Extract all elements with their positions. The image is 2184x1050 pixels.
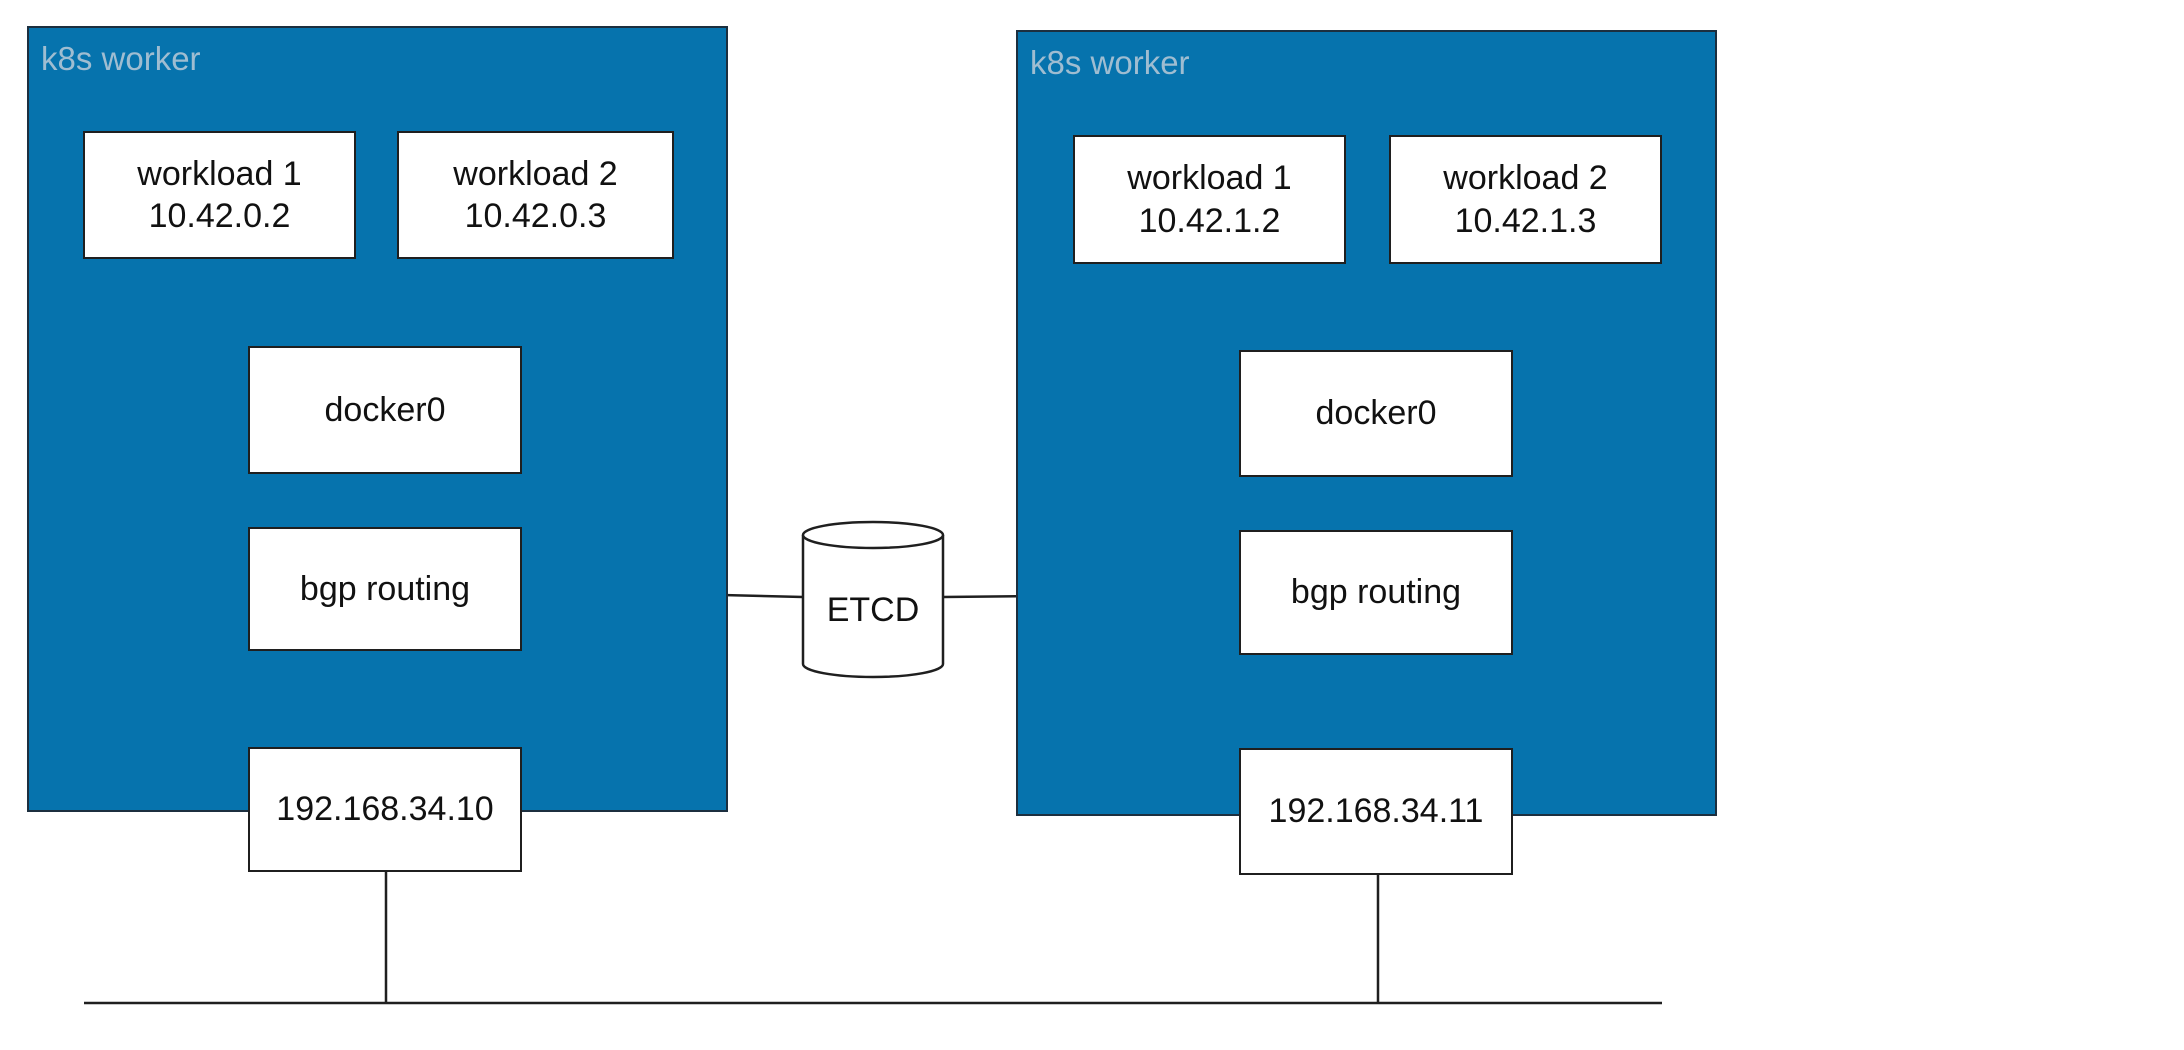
host-ip-label: 192.168.34.11: [1268, 792, 1484, 831]
workload-ip: 10.42.0.3: [464, 197, 607, 235]
workload-name: workload 1: [1127, 159, 1292, 197]
host-ip-label: 192.168.34.10: [276, 790, 494, 829]
worker-label: k8s worker: [41, 40, 201, 77]
workload-1-box: workload 1 10.42.0.2: [83, 131, 356, 259]
bgp-routing-box: bgp routing: [248, 527, 522, 651]
workload-ip: 10.42.1.2: [1138, 201, 1281, 240]
workload-name: workload 2: [453, 154, 618, 193]
etcd-cylinder: [801, 520, 945, 679]
docker0-bridge-box: docker0: [248, 346, 522, 474]
routing-label: bgp routing: [299, 569, 471, 608]
routing-label: bgp routing: [1290, 573, 1462, 612]
etcd-label: ETCD: [826, 591, 920, 629]
workload-2-box: workload 2 10.42.0.3: [397, 131, 674, 259]
host-ip-box: 192.168.34.11: [1239, 748, 1513, 875]
workload-1-box: workload 1 10.42.1.2: [1073, 135, 1346, 264]
host-ip-box: 192.168.34.10: [248, 747, 522, 872]
bgp-routing-box: bgp routing: [1239, 530, 1513, 655]
workload-name: workload 2: [1443, 159, 1608, 197]
worker-label: k8s worker: [1030, 44, 1190, 81]
workload-ip: 10.42.0.2: [148, 197, 291, 235]
bridge-label: docker0: [324, 390, 446, 429]
workload-ip: 10.42.1.3: [1454, 201, 1597, 240]
workload-name: workload 1: [137, 154, 302, 193]
docker0-bridge-box: docker0: [1239, 350, 1513, 477]
workload-2-box: workload 2 10.42.1.3: [1389, 135, 1662, 264]
bridge-label: docker0: [1315, 394, 1437, 433]
